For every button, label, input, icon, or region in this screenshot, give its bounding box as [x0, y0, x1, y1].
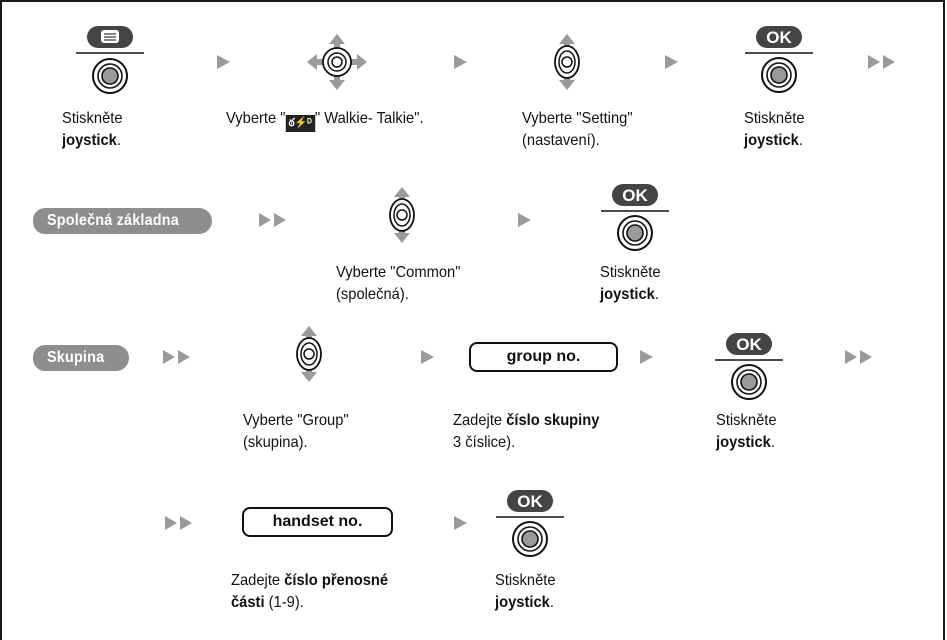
- next-arrow-icon: [454, 516, 467, 530]
- continue-arrow-icon: [868, 55, 895, 69]
- continue-arrow-icon: [845, 350, 872, 364]
- next-arrow-icon: [665, 55, 678, 69]
- ok-key-label: OK: [622, 186, 648, 205]
- continue-arrow-icon: [163, 350, 190, 364]
- up-down-joystick-icon: [389, 186, 415, 244]
- step-caption: Zadejte číslo přenosné části (1-9).: [231, 572, 389, 611]
- up-down-joystick-icon: [554, 33, 580, 91]
- step-caption: Stiskněte joystick.: [62, 110, 123, 149]
- step-caption: Vyberte "ఠ⚡ᴰ" Walkie- Talkie".: [226, 108, 424, 132]
- step-caption: Vyberte "Group" (skupina).: [243, 412, 349, 451]
- next-arrow-icon: [217, 55, 230, 69]
- section-label-group: Skupina: [33, 345, 129, 371]
- ok-key-label: OK: [766, 28, 792, 47]
- handset-number-entry: handset no.: [242, 507, 393, 537]
- step-caption: Stiskněte joystick.: [495, 572, 556, 611]
- section-label-common-base: Společná základna: [33, 208, 212, 234]
- step-caption: Stiskněte joystick.: [744, 110, 805, 149]
- walkie-talkie-icon: ఠ⚡ᴰ: [285, 115, 315, 132]
- next-arrow-icon: [421, 350, 434, 364]
- step-caption: Stiskněte joystick.: [716, 412, 777, 451]
- step-caption: Vyberte "Common" (společná).: [336, 264, 461, 303]
- ok-key-label: OK: [736, 335, 762, 354]
- menu-joystick-icon: [76, 26, 144, 94]
- continue-arrow-icon: [165, 516, 192, 530]
- continue-arrow-icon: [259, 213, 286, 227]
- diagram-graphics: OK OK OK OK: [76, 0, 895, 624]
- next-arrow-icon: [640, 350, 653, 364]
- next-arrow-icon: [454, 55, 467, 69]
- next-arrow-icon: [518, 213, 531, 227]
- ok-key-label: OK: [517, 492, 543, 511]
- group-number-entry: group no.: [469, 342, 618, 372]
- step-caption: Zadejte číslo skupiny 3 číslice).: [453, 412, 600, 451]
- step-caption: Stiskněte joystick.: [600, 264, 661, 303]
- navigation-joystick-icon: [306, 33, 368, 91]
- step-caption: Vyberte "Setting" (nastavení).: [522, 110, 633, 149]
- up-down-joystick-icon: [296, 325, 322, 383]
